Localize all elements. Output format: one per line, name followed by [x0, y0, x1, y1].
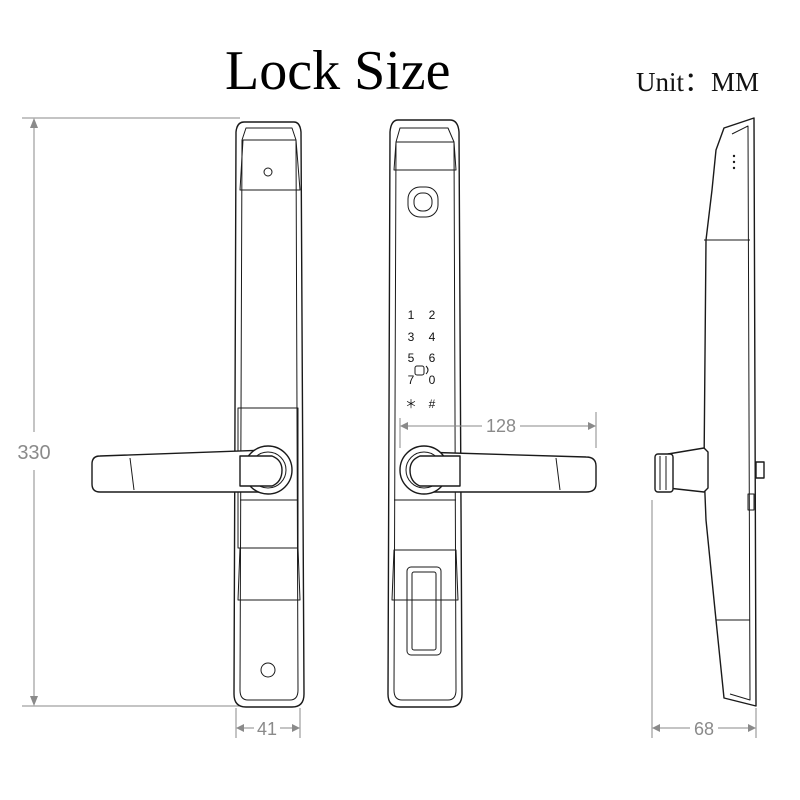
screw-hole-bottom [260, 662, 276, 678]
keypad: 1 2 3 4 5 6 7 0 ＊ # [405, 308, 436, 411]
front-width-dimension: 41 [235, 708, 301, 739]
height-value: 330 [17, 442, 50, 464]
key-2: 2 [429, 308, 436, 322]
side-handle-knob [654, 453, 674, 493]
page-title: Lock Size [225, 40, 451, 102]
side-profile-outline [703, 117, 757, 707]
width-arrow-right [292, 724, 300, 732]
depth-dimension: 68 [651, 500, 757, 739]
width-arrow-left [236, 724, 244, 732]
key-0: 0 [429, 373, 436, 387]
handle-arrow-left [400, 422, 408, 430]
front-handle-neck [409, 455, 461, 487]
handle-length-dimension: 128 [399, 412, 597, 448]
back-panel-low-plate [237, 547, 301, 601]
height-arrow-top [30, 118, 38, 128]
fingerprint-sensor-icon [407, 186, 439, 218]
side-plug [747, 493, 755, 511]
back-panel-inner [239, 127, 299, 701]
back-panel-view [91, 121, 305, 708]
key-6: 6 [429, 351, 436, 365]
height-arrow-bottom [30, 696, 38, 706]
back-handle-edge [129, 457, 135, 491]
front-panel-inner [393, 127, 457, 701]
nfc-icon-box [414, 365, 425, 376]
key-1: 1 [408, 308, 415, 322]
side-profile-view [654, 117, 765, 707]
key-3: 3 [408, 330, 415, 344]
front-handle-edge [555, 457, 561, 491]
front-panel-outline [387, 119, 463, 708]
handle-length-value: 128 [486, 416, 516, 436]
key-5: 5 [408, 351, 415, 365]
back-panel-outline [233, 121, 305, 708]
side-indicator-dot-1 [732, 154, 736, 158]
depth-arrow-right [748, 724, 756, 732]
height-dimension: 330 [17, 117, 240, 707]
nfc-icon-wave [425, 365, 429, 375]
side-latch [755, 461, 765, 479]
back-handle-neck [239, 455, 283, 487]
front-low-plate [391, 549, 459, 601]
key-7: 7 [408, 373, 415, 387]
screw-hole-top [263, 167, 273, 177]
side-handle-stub [667, 447, 709, 493]
key-hash: # [429, 397, 436, 411]
keyhole-cover-inner [411, 571, 437, 651]
keyhole-cover-outer [406, 566, 442, 656]
back-panel-top-cap [239, 139, 301, 191]
fingerprint-sensor-inner [413, 192, 433, 212]
fingerprint-sensor-outer [407, 186, 439, 218]
key-star: ＊ [405, 397, 417, 411]
side-indicator-dot-2 [732, 160, 736, 164]
front-panel-view: 1 2 3 4 5 6 7 0 ＊ # [387, 119, 597, 708]
handle-arrow-right [588, 422, 596, 430]
keyhole-icon [406, 566, 442, 656]
width-value: 41 [257, 719, 277, 739]
depth-arrow-left [652, 724, 660, 732]
side-indicator-dot-3 [732, 166, 736, 170]
depth-value: 68 [694, 719, 714, 739]
unit-label: Unit：MM [636, 67, 760, 97]
key-4: 4 [429, 330, 436, 344]
side-profile-inner [729, 125, 751, 701]
nfc-card-icon [414, 365, 429, 376]
front-panel-top-cap [393, 141, 457, 171]
